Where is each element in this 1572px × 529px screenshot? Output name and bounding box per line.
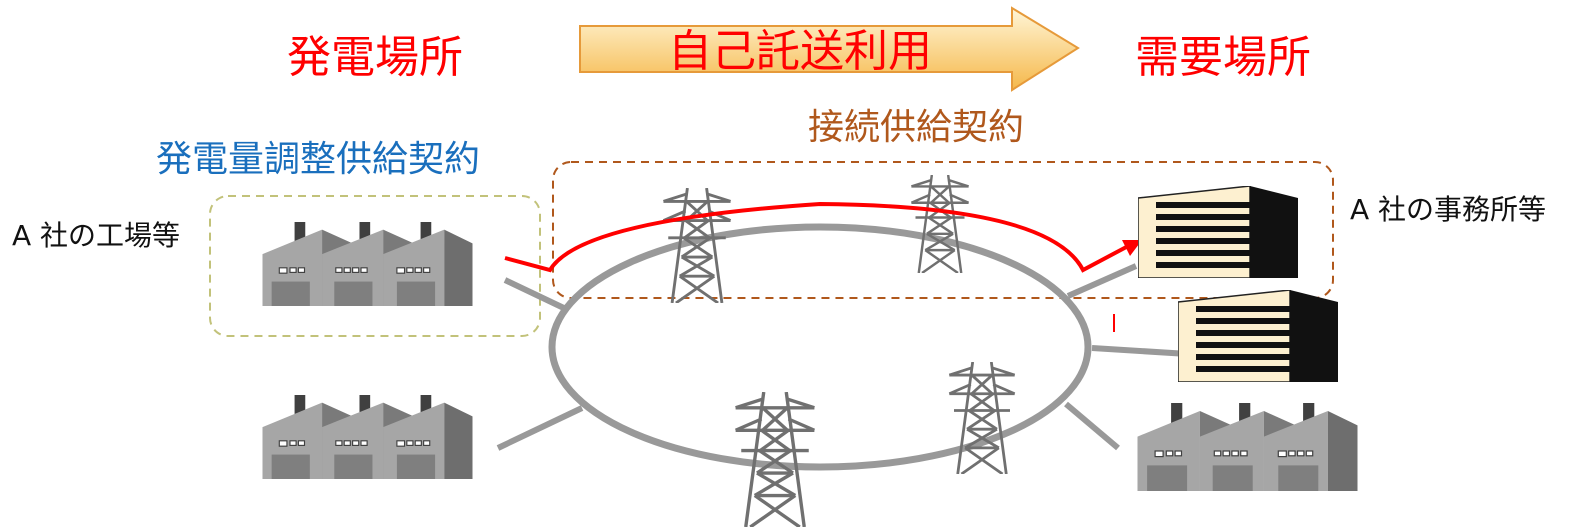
transmission-tower-icon: [947, 362, 1017, 474]
factory-icon: [261, 395, 474, 479]
connection-contract-box: [552, 161, 1334, 299]
generation-adjustment-box: [209, 195, 541, 337]
transmission-tower-icon: [909, 175, 971, 273]
self-consignment-label: 自己託送利用: [668, 26, 932, 77]
power-route-arrowhead: [1122, 240, 1142, 256]
generation-adjustment-contract-label: 発電量調整供給契約: [156, 139, 481, 180]
company-a-factory-label: A 社の工場等: [12, 219, 181, 252]
connection-contract-label: 接続供給契約: [808, 107, 1025, 148]
generation-site-label: 発電場所: [287, 32, 463, 83]
office-building-icon: [1138, 186, 1298, 278]
grid-connection-lines: [496, 263, 1189, 451]
office-building-icon: [1178, 290, 1338, 382]
demand-site-label: 需要場所: [1135, 32, 1311, 83]
self-consignment-power-route: [504, 201, 1133, 273]
factory-icon: [1136, 403, 1359, 491]
self-consignment-arrow: 自己託送利用: [579, 6, 1080, 92]
company-a-office-label: A 社の事務所等: [1350, 193, 1547, 226]
transmission-grid-ring: [548, 223, 1092, 471]
factory-icon: [261, 222, 474, 306]
